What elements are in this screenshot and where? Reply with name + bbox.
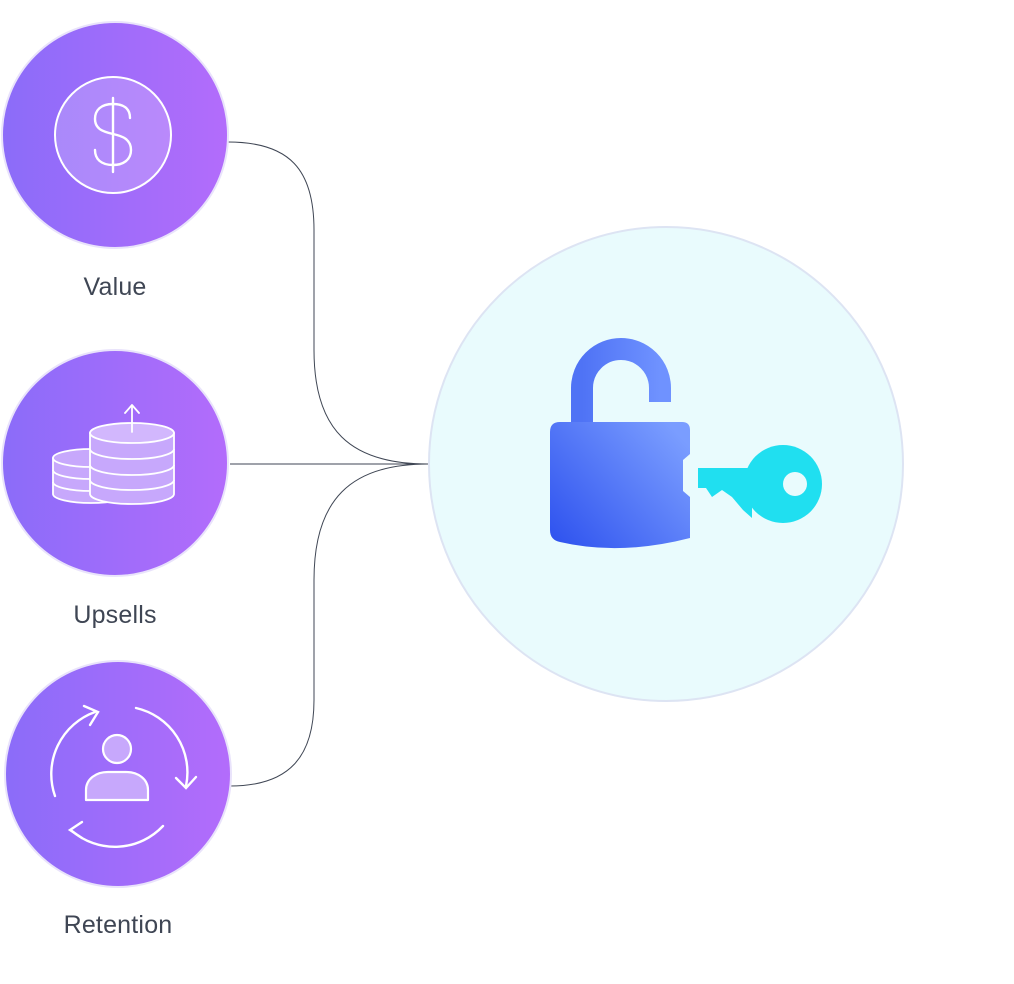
- node-label-value: Value: [83, 273, 147, 301]
- node-retention: [4, 660, 232, 888]
- padlock-key-icon: [550, 338, 822, 549]
- connector-retention: [229, 463, 429, 787]
- key-hole: [783, 472, 807, 496]
- hub: [428, 226, 904, 702]
- user-cycle-icon: [50, 704, 198, 849]
- padlock-body: [550, 422, 690, 549]
- node-label-upsells: Upsells: [73, 601, 157, 629]
- node-value: [1, 21, 229, 249]
- dollar-icon: [54, 76, 172, 194]
- node-upsells: [1, 349, 229, 577]
- connector-value: [227, 141, 429, 465]
- key-blade: [698, 468, 760, 518]
- coin-stack-icon: [52, 404, 175, 505]
- padlock-shackle: [571, 338, 671, 425]
- connectors: [227, 141, 429, 787]
- node-label-retention: Retention: [63, 911, 173, 939]
